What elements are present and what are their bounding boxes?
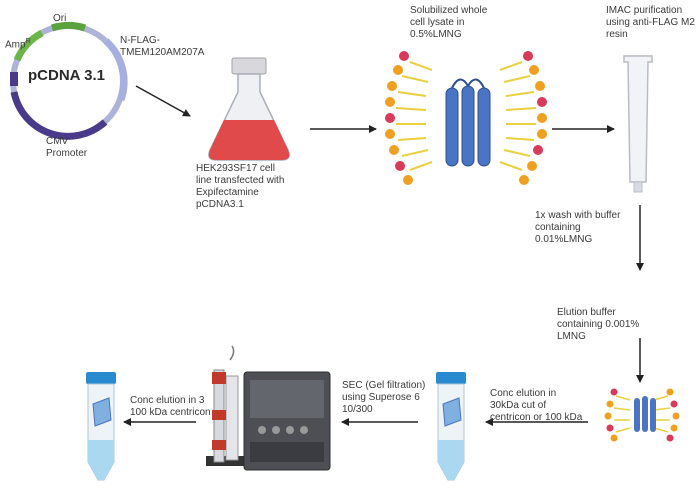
column-icon	[623, 55, 653, 193]
cells-step-label: HEK293SF17 cell line transfected with Ex…	[196, 163, 285, 210]
flask-icon	[208, 57, 290, 161]
lysate-protein-icon	[385, 51, 547, 185]
centricon-tube-1	[436, 372, 466, 481]
amp-label: AmpR	[5, 36, 31, 51]
wash-step-label: 1x wash with buffer containing 0.01%LMNG	[535, 210, 621, 245]
eluted-protein-icon	[604, 388, 680, 442]
plasmid-map	[10, 21, 128, 140]
imac-step-label: IMAC purification using anti-FLAG M2 res…	[606, 5, 695, 40]
promoter-segment	[10, 91, 108, 140]
amp-label-text: Amp	[5, 39, 26, 51]
amp-label-superscript: R	[25, 38, 31, 45]
plasmid-name: pCDNA 3.1	[28, 67, 105, 84]
lipid-tails	[395, 61, 537, 171]
promoter-label: CMV Promoter	[46, 136, 88, 159]
ori-segment	[50, 21, 87, 32]
conc1-step-label: Conc elution in 30kDa cut of centricon o…	[490, 388, 583, 423]
conc2-step-label: Conc elution in 3 100 kDa centricon	[130, 395, 211, 418]
insert-label: N-FLAG- TMEM120AM207A	[120, 35, 205, 58]
flow-arrows	[123, 85, 644, 426]
transmembrane-helices	[445, 85, 491, 167]
elution-step-label: Elution buffer containing 0.001% LMNG	[557, 307, 640, 342]
ori-label: Ori	[53, 13, 67, 24]
amp-segment	[13, 29, 44, 62]
promoter-marker	[10, 72, 18, 86]
centricon-tube-2	[86, 372, 116, 481]
lipid-heads	[385, 51, 547, 185]
lysate-step-label: Solubilized whole cell lysate in 0.5%LMN…	[410, 5, 488, 40]
arrow-plasmid-to-cells	[135, 85, 191, 117]
sec-instrument-icon	[206, 345, 331, 471]
insert-segment	[103, 38, 128, 102]
sec-step-label: SEC (Gel filtration) using Superose 6 10…	[342, 380, 426, 415]
